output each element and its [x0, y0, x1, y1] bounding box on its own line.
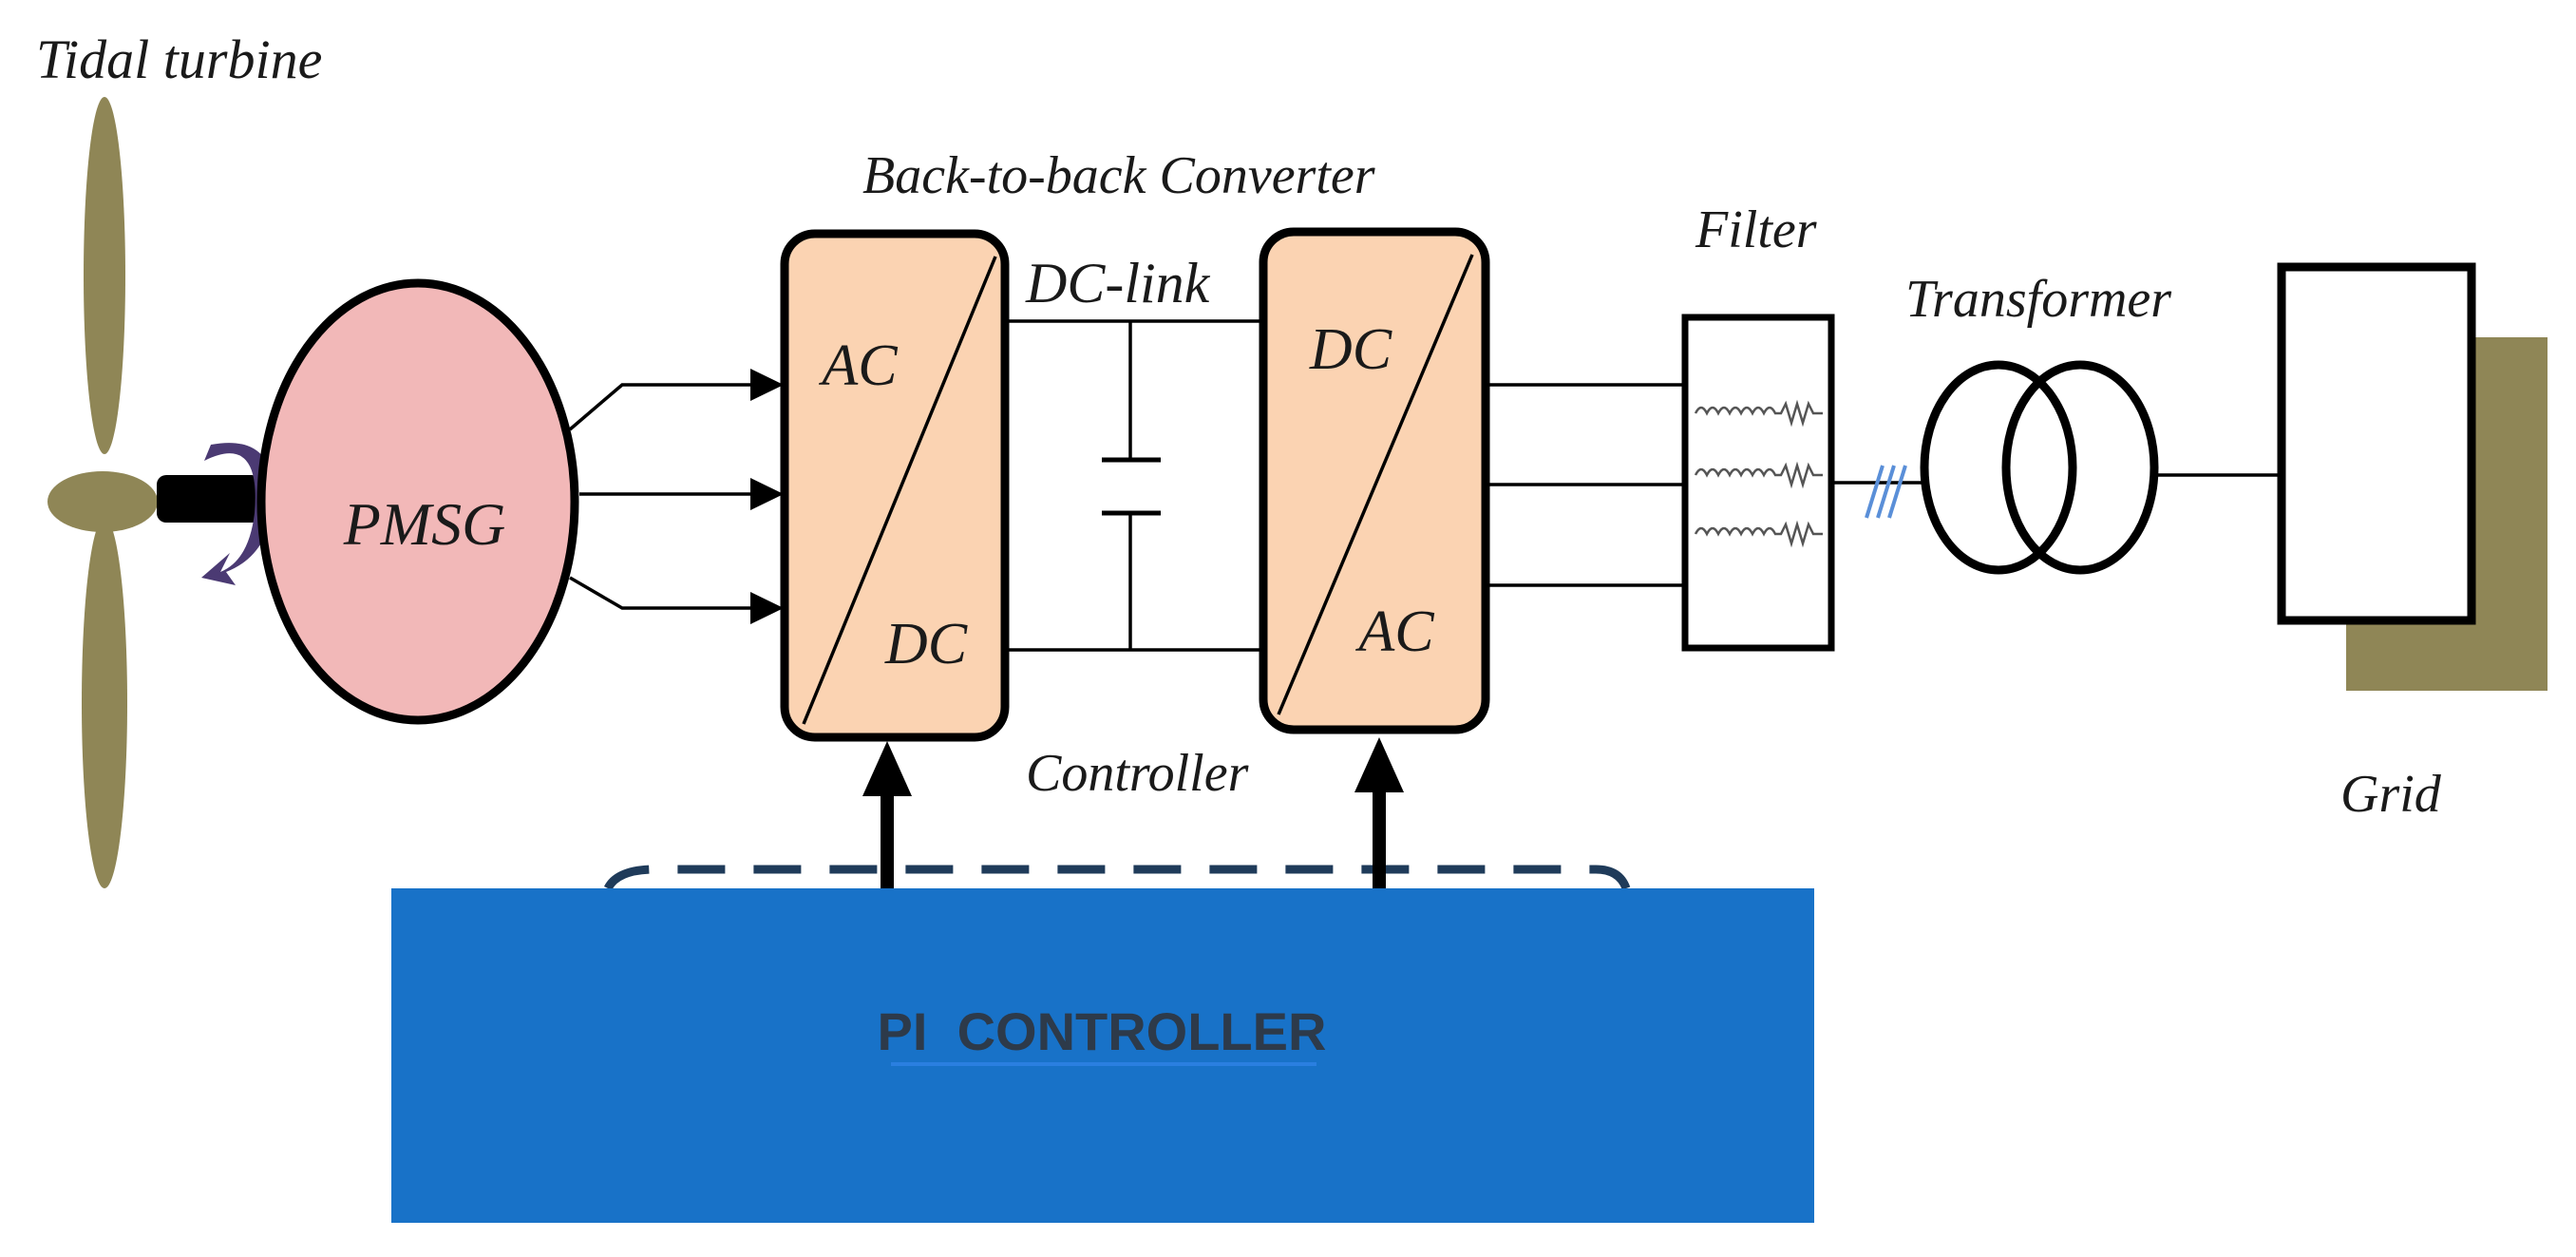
tidal-turbine-label: Tidal turbine: [36, 29, 322, 90]
transformer-icon: [1920, 360, 2159, 575]
generator-phase-arrows: [568, 369, 784, 624]
transformer-label: Transformer: [1905, 270, 2171, 329]
dc-link: [1009, 319, 1263, 652]
filter-output-line: [1833, 465, 1928, 519]
filter-label: Filter: [1695, 200, 1817, 259]
inverter-dc-label: DC: [1309, 317, 1392, 382]
three-phase-marker-icon: [1865, 465, 1907, 519]
inverter-ac-label: AC: [1354, 600, 1434, 664]
pi-controller-box: PI CONTROLLER: [391, 888, 1814, 1223]
grid-label: Grid: [2340, 765, 2442, 824]
pi-controller-label: PI CONTROLLER: [878, 1001, 1327, 1061]
turbine-shaft: [157, 475, 261, 523]
rectifier-ac-label: AC: [818, 333, 898, 398]
grid-icon: [2277, 262, 2548, 691]
turbine-blade-top: [84, 97, 125, 454]
control-signal-arrows: [862, 737, 1404, 888]
inverter-block: DC AC: [1259, 227, 1490, 734]
rectifier-dc-label: DC: [884, 612, 968, 676]
pmsg-label: PMSG: [343, 490, 506, 558]
inverter-output-lines: [1489, 383, 1687, 587]
rotation-arrow-icon: [201, 443, 275, 585]
turbine-blade-bottom: [82, 518, 127, 888]
tidal-turbine-icon: [47, 97, 275, 888]
filter-block: [1681, 314, 1835, 652]
grid-box: [2277, 262, 2476, 625]
turbine-hub: [47, 471, 158, 532]
back-to-back-converter-label: Back-to-back Converter: [862, 146, 1375, 205]
controller-dashed-outline: [603, 865, 1631, 891]
controller-label: Controller: [1026, 744, 1249, 803]
dc-link-label: DC-link: [1025, 252, 1211, 314]
rectifier-block: AC DC: [780, 229, 1010, 742]
pmsg-generator: PMSG: [256, 278, 579, 725]
